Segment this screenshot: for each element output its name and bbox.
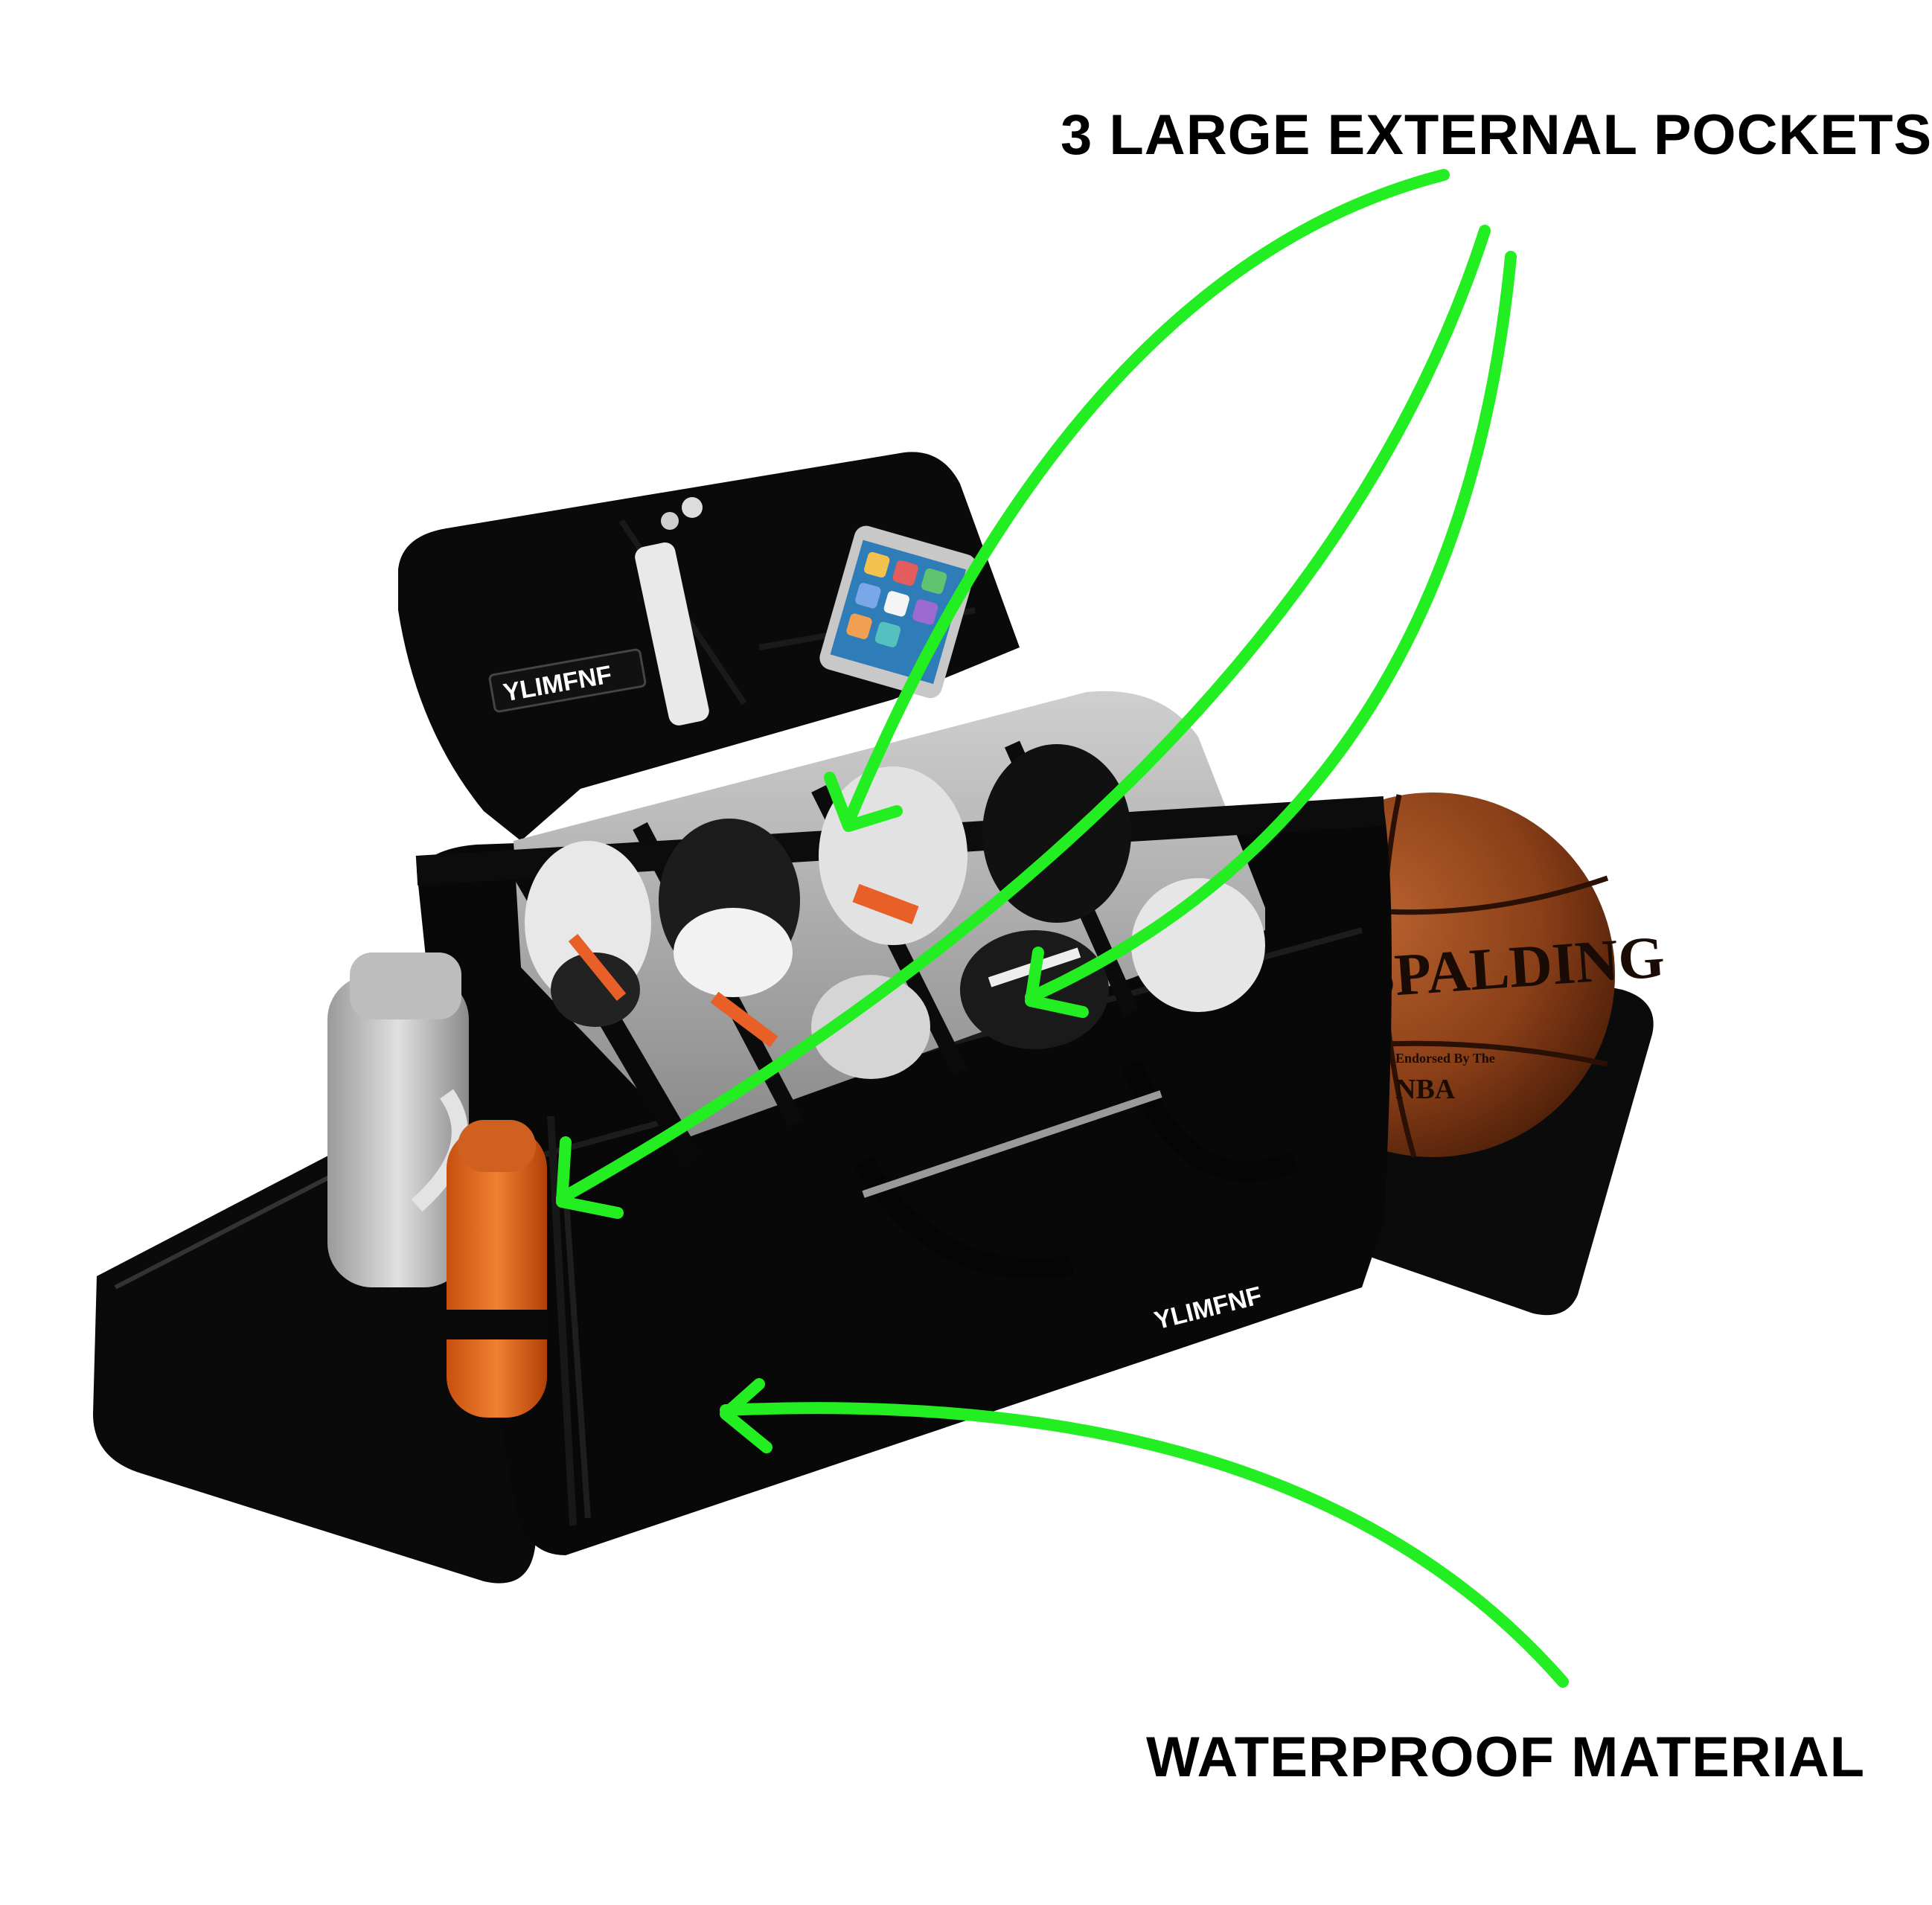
carry-handle <box>854 1155 1074 1279</box>
arrow-to-bottle-pocket <box>556 225 1491 1219</box>
basketball-league: NBA <box>1395 1074 1456 1105</box>
arrow-to-compartment <box>824 169 1450 832</box>
arrow-to-shoe-pocket <box>1025 251 1517 1018</box>
arrow-to-bag-material <box>720 1378 1569 1688</box>
basketball-endorsement: Endorsed By The <box>1395 1051 1495 1066</box>
sneakers <box>525 744 1265 1079</box>
water-bottle-clear <box>327 952 469 1287</box>
water-bottle-orange <box>447 1120 547 1418</box>
caption-external-pockets: 3 LARGE EXTERNAL POCKETS <box>1061 103 1932 167</box>
caption-waterproof-material: WATERPROOF MATERIAL <box>1146 1726 1866 1789</box>
